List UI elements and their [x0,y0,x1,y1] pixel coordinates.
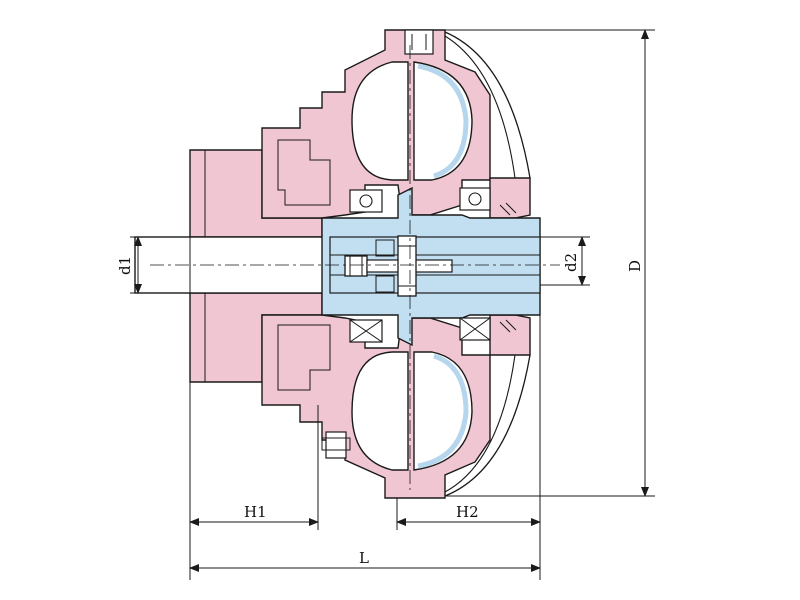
bearing-left-upper [349,189,383,213]
label-d2: d2 [562,253,580,272]
label-D: D [626,260,644,272]
dimension-d1: d1 [116,236,190,294]
dimension-H1: H1 [189,382,319,580]
bearing-left-lower [349,319,383,343]
bearings [349,187,517,343]
bearing-right-lower [459,317,491,341]
dimension-d2: d2 [540,236,590,286]
dimension-L: L [189,549,541,572]
dimension-H2: H2 [396,315,541,580]
label-L: L [359,549,369,567]
right-cover [489,177,531,356]
bearing-right-upper [459,187,491,211]
label-d1: d1 [116,256,134,275]
label-H1: H1 [244,503,267,521]
centerlines [150,45,560,490]
dimension-D: D [445,29,655,497]
label-H2: H2 [456,503,479,521]
impeller-lower [261,314,531,499]
central-bolt [344,235,453,297]
